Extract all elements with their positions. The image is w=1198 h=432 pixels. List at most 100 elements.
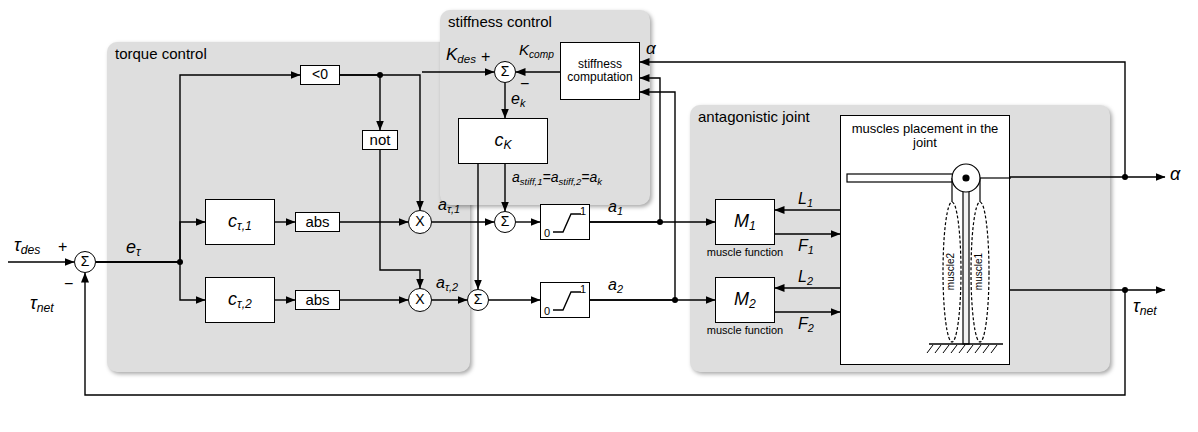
sign-label: + (481, 48, 490, 66)
sign-label: − (64, 275, 73, 293)
sum-junction: Σ (494, 61, 516, 83)
signal-name: eτ (126, 238, 141, 258)
sign-test: <0 (300, 65, 340, 85)
signal-name: aτ,1 (438, 196, 460, 214)
signal-name: ek (511, 90, 525, 108)
output-line (1125, 176, 1165, 177)
operator-symbol: Σ (501, 214, 510, 229)
block-label: cK (494, 131, 511, 151)
signal-arrow (275, 299, 295, 300)
abs-block: abs (295, 290, 340, 310)
pulley-axis (963, 175, 969, 181)
signal-arrow (775, 287, 840, 288)
signal-arrow (489, 299, 540, 300)
panel-title: antagonistic joint (698, 108, 810, 125)
signal-arrow (340, 299, 408, 300)
controller-box: cτ,1 (205, 199, 275, 245)
input-line (8, 261, 74, 262)
box-title: muscles placement in the joint (850, 122, 1000, 151)
signal-name: L2 (798, 268, 813, 286)
signal-name: α (1170, 165, 1180, 185)
saturation-block: 10 (540, 282, 590, 318)
sign-label: + (58, 238, 67, 256)
sum-junction: Σ (74, 251, 96, 273)
muscle-block: M1muscle function (715, 199, 775, 245)
muscle-outline (971, 202, 989, 342)
output-line (1125, 289, 1165, 290)
input-line (422, 71, 494, 72)
block-label: cτ,1 (228, 212, 252, 232)
saturation-block: 10 (540, 204, 590, 240)
plant-panel: antagonistic jointM1muscle functionM2mus… (690, 105, 1110, 372)
sign-label: − (520, 75, 529, 93)
limit-value: 0 (544, 305, 550, 317)
operator-symbol: Σ (501, 64, 510, 79)
panel-title: torque control (115, 45, 207, 62)
operator-symbol: Σ (474, 292, 483, 307)
signal-arrow (504, 83, 505, 118)
signal-name: L1 (798, 190, 813, 208)
ground-line (929, 343, 1003, 345)
signal-arrow (96, 262, 205, 300)
signal-arrow (590, 78, 660, 222)
block-label: abs (305, 214, 329, 231)
signal-name: Kcomp (519, 42, 554, 59)
joint-illustration (841, 116, 1011, 366)
multiplier: X (408, 210, 432, 234)
block-label: M1 (734, 212, 756, 232)
signal-arrow (340, 75, 380, 130)
signal-arrow (432, 299, 467, 300)
signal-name: α (646, 40, 656, 59)
computation-box: stiffness computation (560, 42, 640, 100)
abs-block: abs (295, 212, 340, 232)
angle-output (980, 177, 1011, 178)
block-label: M2 (734, 290, 756, 310)
controller-box: cK (458, 118, 548, 164)
block-label: stiffness computation (564, 58, 636, 84)
multiplier: X (408, 288, 432, 312)
operator-symbol: Σ (81, 254, 90, 269)
signal-name: a1 (608, 198, 623, 216)
signal-name: a2 (608, 276, 623, 294)
operator-symbol: X (415, 214, 424, 229)
signal-arrow (432, 221, 494, 222)
controller-box: cτ,2 (205, 277, 275, 323)
logic-not: not (362, 130, 398, 150)
control-panel: torque control<0notcτ,1absXcτ,2absX (107, 42, 470, 372)
block-label: abs (305, 292, 329, 309)
block-label: <0 (312, 67, 328, 82)
block-caption: muscle function (707, 246, 783, 258)
signal-name: astiff,1=astiff,2=ak (512, 170, 602, 185)
muscle-outline (943, 202, 961, 342)
signal-name: τnet (30, 294, 54, 314)
limit-value: 1 (580, 283, 586, 295)
joint-box: muscles placement in the joint (840, 115, 1010, 365)
signal-arrow (477, 164, 478, 289)
signal-name: F2 (798, 315, 814, 333)
signal-arrow (275, 221, 295, 222)
signal-arrow (775, 233, 840, 234)
muscle-label: muscle2 (946, 252, 957, 289)
limit-value: 1 (580, 205, 586, 217)
block-caption: muscle function (707, 324, 783, 336)
signal-name: aτ,2 (436, 274, 458, 292)
signal-arrow (590, 92, 675, 300)
block-label: cτ,2 (228, 290, 252, 310)
panel-title: stiffness control (448, 13, 552, 30)
signal-arrow (775, 209, 840, 210)
signal-arrow (775, 311, 840, 312)
signal-name: τnet (1133, 297, 1157, 317)
muscle-label: muscle1 (974, 252, 985, 289)
signal-arrow (96, 222, 205, 262)
signal-arrow (504, 164, 505, 211)
signal-name: τdes (14, 236, 40, 256)
signal-arrow (85, 273, 1125, 395)
signal-arrow (640, 62, 1125, 177)
muscle-block: M2muscle function (715, 277, 775, 323)
signal-arrow (340, 221, 408, 222)
limit-value: 0 (544, 227, 550, 239)
signal-arrow (380, 150, 420, 288)
joint-link (963, 182, 969, 344)
signal-arrow (516, 221, 540, 222)
